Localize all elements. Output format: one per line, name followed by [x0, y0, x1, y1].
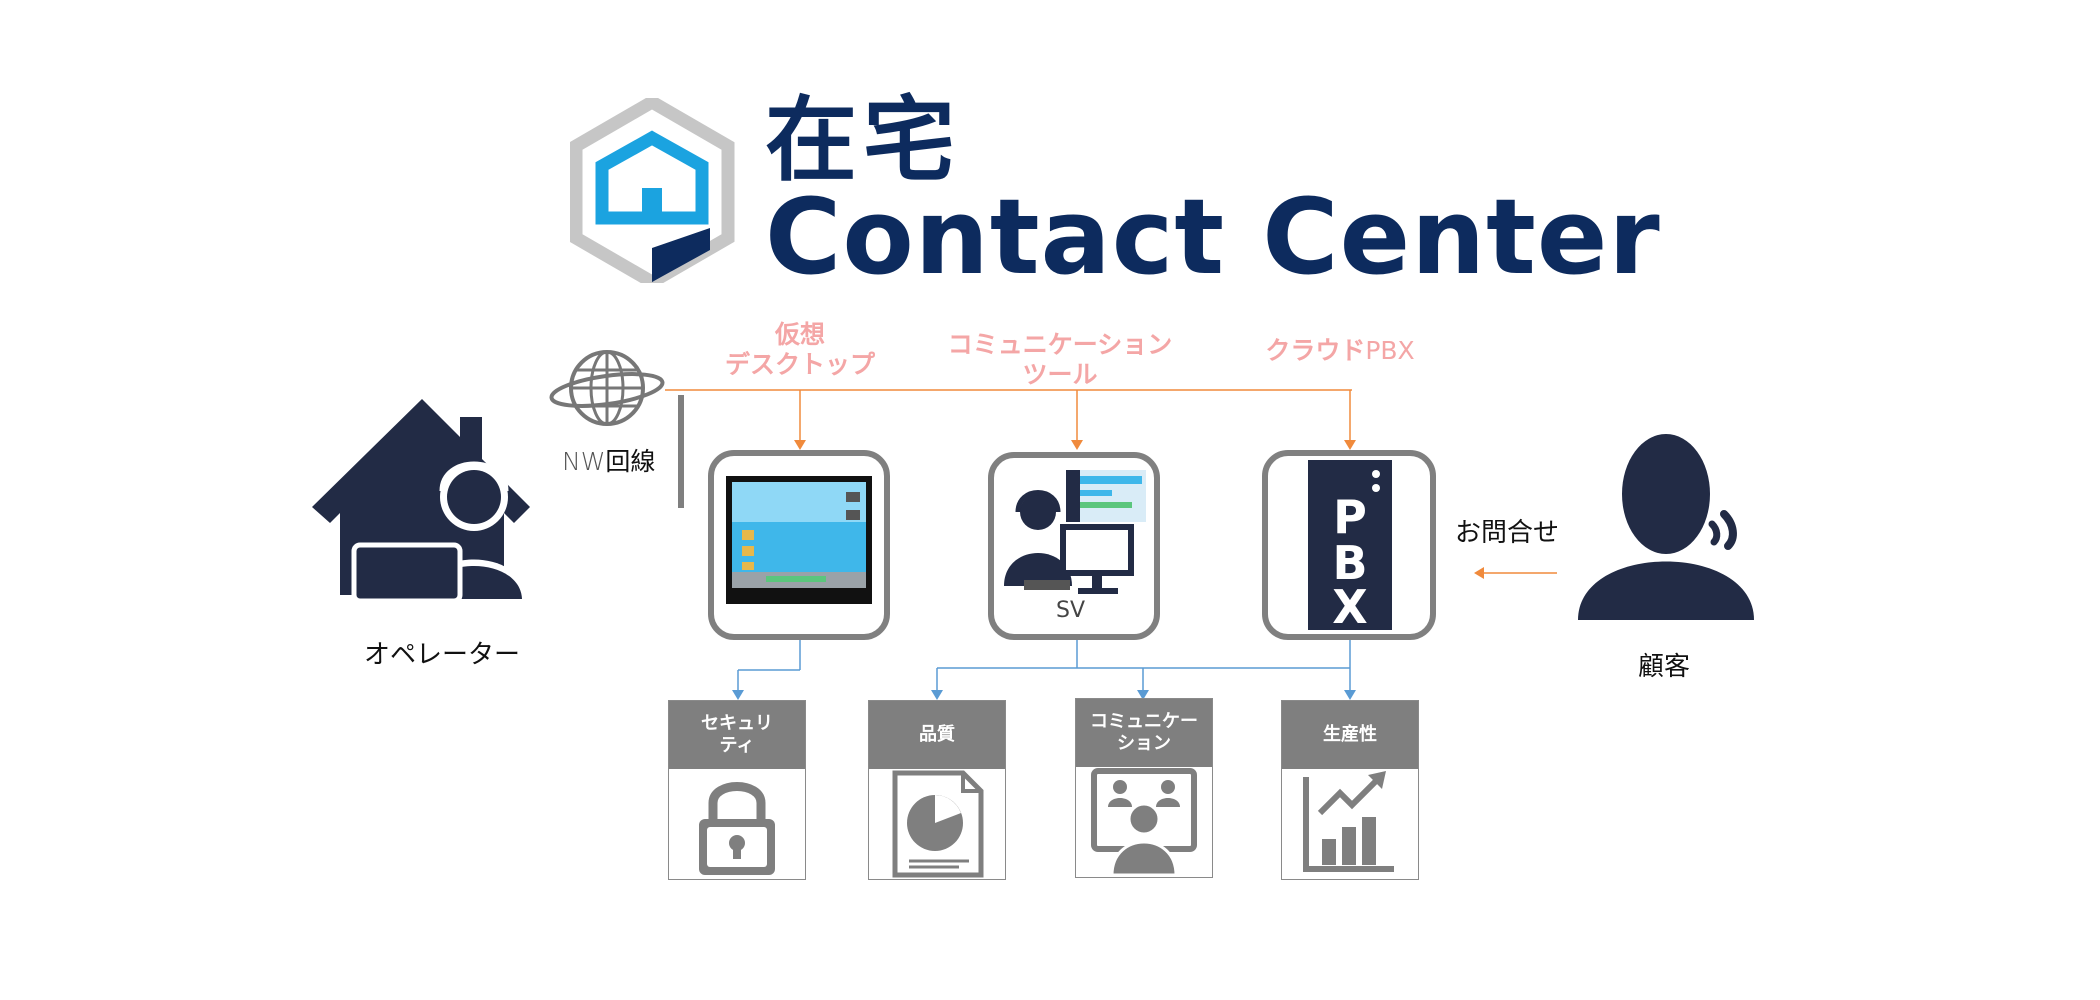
- pbx-letter-b: B: [1332, 536, 1368, 590]
- customer-label: 顧客: [1638, 652, 1691, 682]
- customer-icon: [1578, 434, 1754, 620]
- globe-icon: [549, 350, 665, 426]
- cloud-pbx-label-jp: クラウド: [1265, 336, 1366, 365]
- category-security-label: セキュリ ティ: [669, 701, 805, 769]
- category-quality: 品質: [868, 700, 1006, 880]
- operator-house-icon: [312, 399, 530, 604]
- category-quality-label: 品質: [869, 701, 1005, 769]
- category-productivity: 生産性: [1281, 700, 1419, 880]
- lock-icon: [699, 782, 775, 875]
- network-line-label-suffix: 回線: [605, 447, 656, 476]
- category-communication-label: コミュニケー ション: [1076, 699, 1212, 767]
- cloud-pbx-label: クラウドPBX: [1250, 336, 1430, 366]
- communication-tool-device: SV: [988, 452, 1160, 640]
- communication-tool-label: コミュニケーション ツール: [947, 330, 1173, 389]
- network-line-label-prefix: NW: [562, 447, 606, 476]
- operator-label: オペレーター: [364, 640, 521, 670]
- logo-title-japanese: 在宅: [765, 87, 962, 194]
- supervisor-icon: [1004, 470, 1146, 594]
- logo-house-icon: [570, 98, 735, 283]
- cloud-pbx-device: P B X: [1262, 450, 1436, 640]
- network-line-label: NW回線: [562, 442, 655, 478]
- desktop-monitor-icon: [726, 476, 872, 604]
- pbx-server-icon: [1308, 460, 1392, 630]
- pbx-letter-p: P: [1333, 490, 1367, 544]
- category-communication: コミュニケー ション: [1075, 698, 1213, 878]
- virtual-desktop-device: [708, 450, 890, 640]
- report-chart-icon: [892, 770, 984, 878]
- category-productivity-label: 生産性: [1282, 701, 1418, 769]
- cloud-pbx-label-suffix: PBX: [1365, 336, 1415, 365]
- inquiry-label: お問合せ: [1455, 518, 1560, 548]
- growth-chart-icon: [1303, 771, 1394, 872]
- video-conference-icon: [1091, 768, 1197, 877]
- virtual-desktop-label: 仮想 デスクトップ: [724, 320, 875, 379]
- pbx-letter-x: X: [1332, 580, 1368, 634]
- logo-title-english: Contact Center: [765, 176, 1661, 298]
- category-security: セキュリ ティ: [668, 700, 806, 880]
- sv-label: SV: [1056, 598, 1086, 623]
